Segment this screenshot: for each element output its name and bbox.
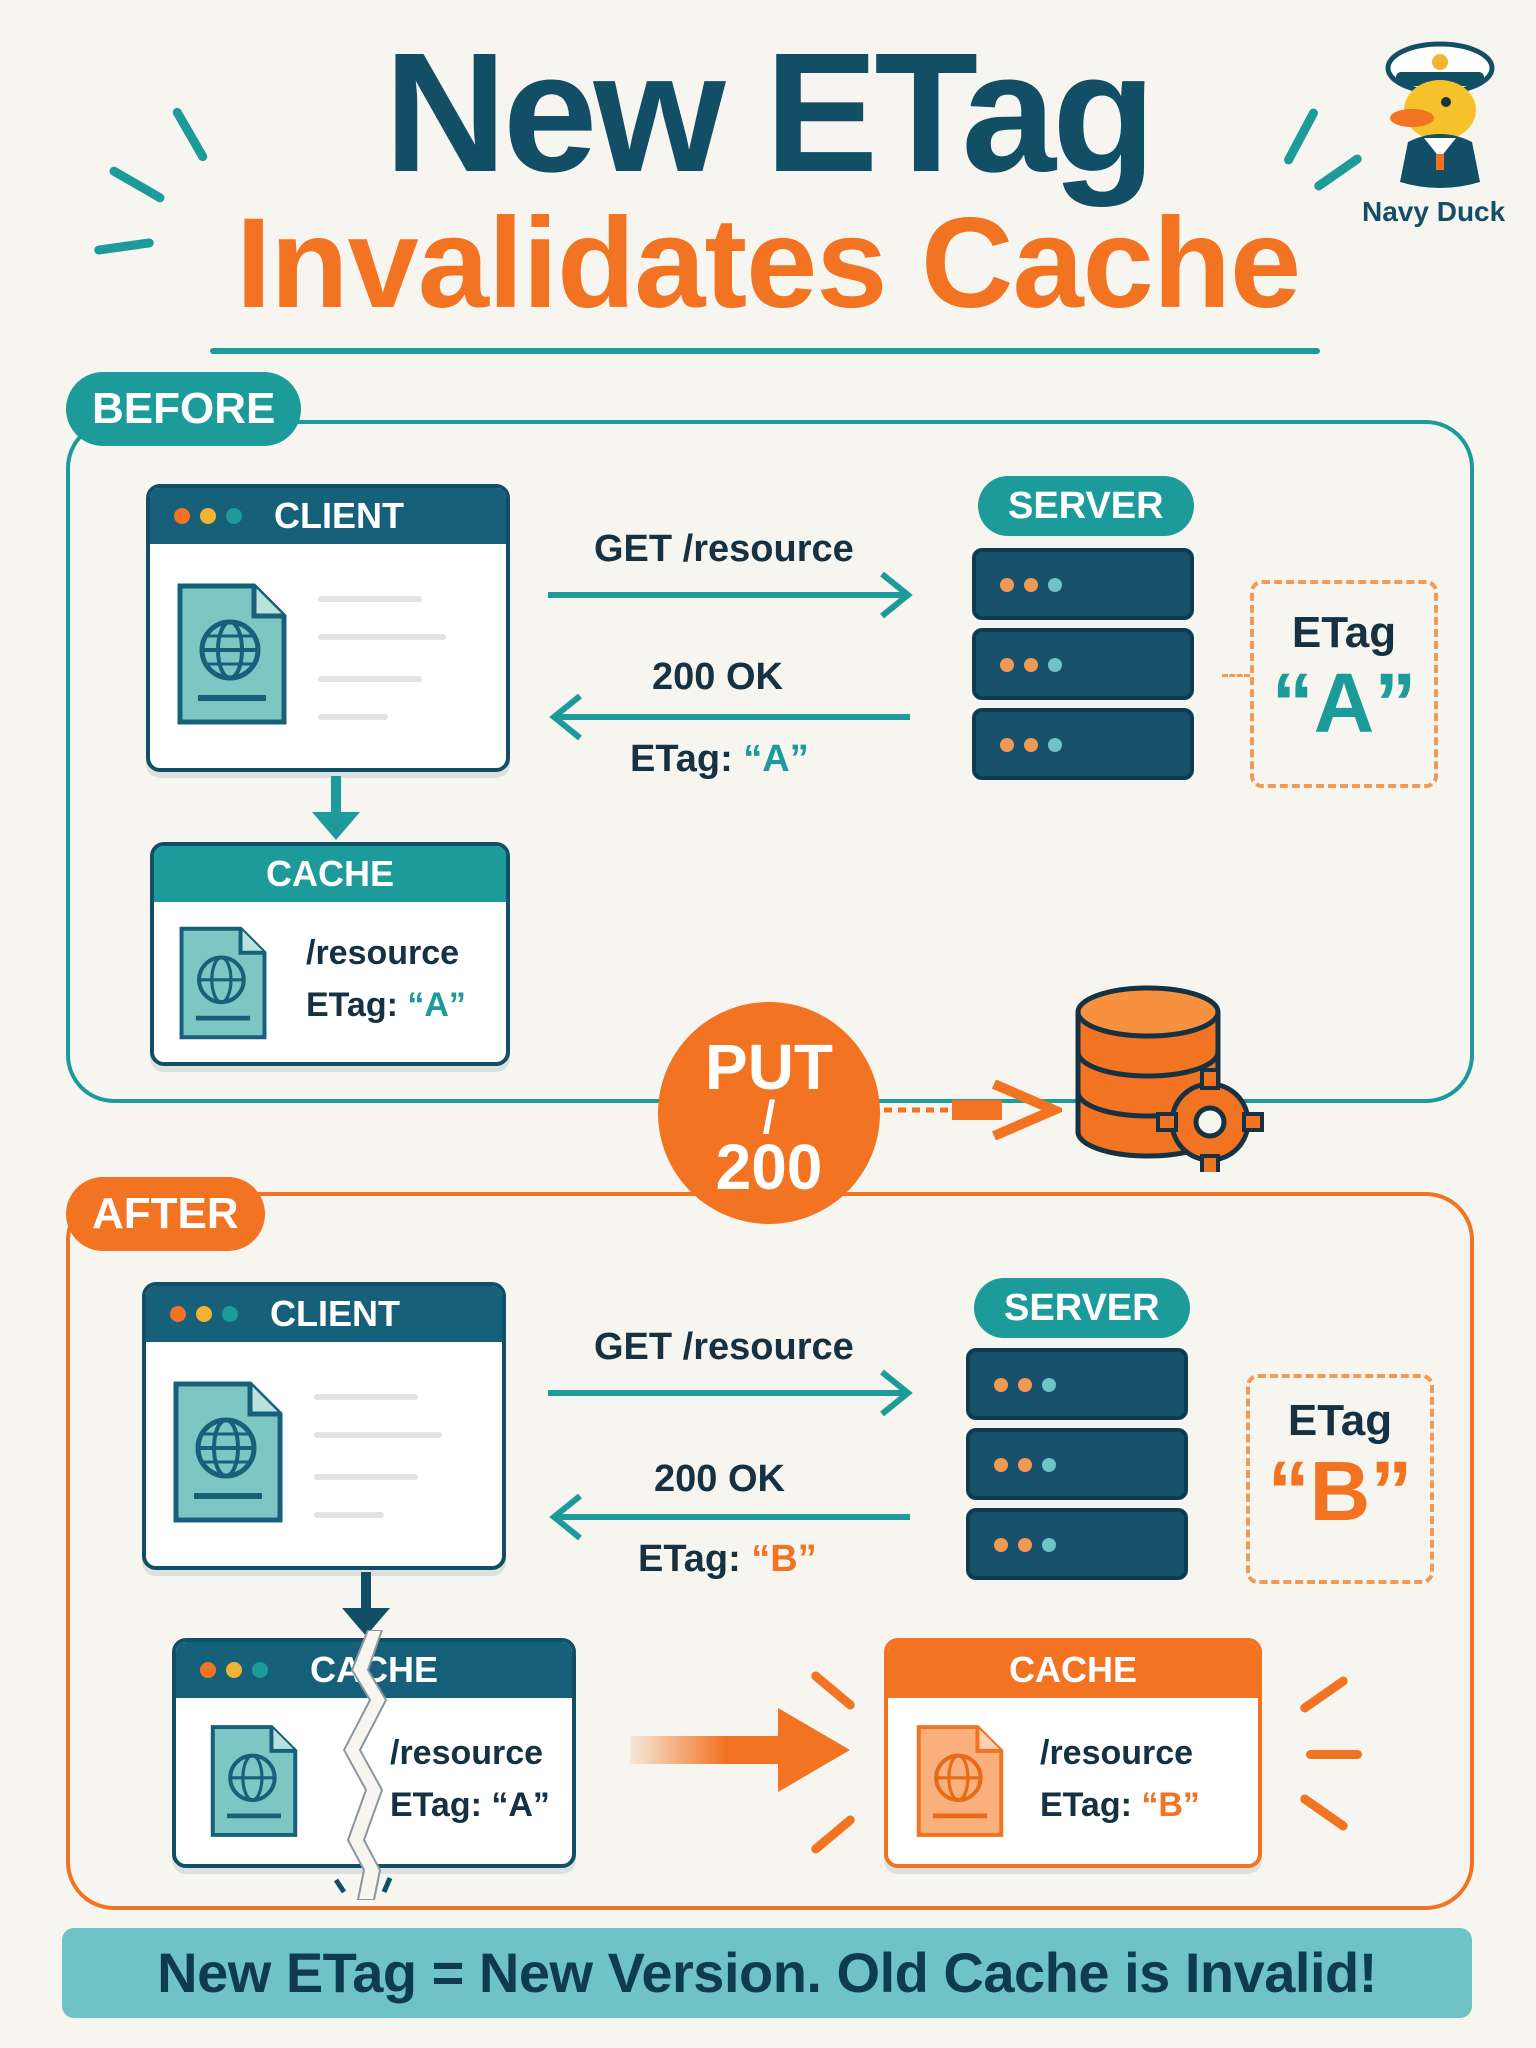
before-cache-window: CACHE /resource ETag: “A” xyxy=(150,842,510,1066)
before-client-title: CLIENT xyxy=(274,495,404,536)
before-etag-value: “A” xyxy=(1271,656,1417,750)
before-cache-etag: ETag: “A” xyxy=(306,986,466,1024)
window-dot-green xyxy=(226,508,242,524)
after-new-cache-path: /resource xyxy=(1040,1734,1194,1772)
before-etag-box: ETag “A” xyxy=(1250,580,1438,788)
after-client-title: CLIENT xyxy=(270,1293,400,1334)
after-request-label: GET /resource xyxy=(594,1326,854,1368)
window-dot-red xyxy=(170,1306,186,1322)
text-placeholder-line xyxy=(318,714,388,720)
title-line-2: Invalidates Cache xyxy=(235,192,1301,335)
before-response-status: 200 OK xyxy=(652,656,783,698)
document-globe-icon xyxy=(177,583,287,725)
after-new-cache-titlebar: CACHE xyxy=(888,1642,1258,1698)
before-response-etag: ETag: “A” xyxy=(630,738,809,780)
before-cache-title: CACHE xyxy=(265,853,394,894)
text-placeholder-line xyxy=(314,1394,418,1400)
window-dot-red xyxy=(174,508,190,524)
summary-banner: New ETag = New Version. Old Cache is Inv… xyxy=(62,1928,1472,2018)
document-globe-icon xyxy=(916,1725,1004,1837)
after-new-cache-etag: ETag: “B” xyxy=(1040,1786,1200,1824)
arrow-left-icon xyxy=(549,1493,910,1541)
put-separator: / xyxy=(762,1091,776,1143)
before-server-tag: SERVER xyxy=(978,476,1194,536)
after-etag-box: ETag “B” xyxy=(1246,1374,1434,1584)
document-globe-icon xyxy=(179,926,267,1040)
crack-icon xyxy=(333,1630,393,1900)
after-new-cache-window: CACHE /resource ETag: “B” xyxy=(884,1638,1262,1868)
after-client-titlebar: CLIENT xyxy=(146,1286,502,1342)
database-gear-icon xyxy=(1075,985,1264,1172)
after-client-window: CLIENT xyxy=(142,1282,506,1570)
title-line-1: New ETag xyxy=(384,18,1156,208)
after-new-cache-title: CACHE xyxy=(1008,1649,1137,1690)
etag-connector xyxy=(1222,674,1250,677)
navy-duck-icon xyxy=(1385,41,1495,188)
window-dot-yellow xyxy=(226,1662,242,1678)
after-panel xyxy=(66,1192,1474,1910)
window-dot-red xyxy=(200,1662,216,1678)
arrow-down-icon xyxy=(342,1572,390,1636)
mascot-label: Navy Duck xyxy=(1362,196,1506,227)
arrow-right-icon xyxy=(630,1708,850,1792)
text-placeholder-line xyxy=(318,676,422,682)
after-old-cache-path: /resource xyxy=(390,1734,544,1772)
text-placeholder-line xyxy=(314,1432,442,1438)
text-placeholder-line xyxy=(314,1474,418,1480)
before-etag-label: ETag xyxy=(1291,608,1397,657)
after-old-cache-etag: ETag: “A” xyxy=(390,1786,550,1824)
arrow-left-icon xyxy=(549,693,910,741)
before-request-label: GET /resource xyxy=(594,528,854,570)
after-old-cache-window: CACHE /resource ETag: “A” xyxy=(172,1638,576,1868)
put-200-badge: PUT / 200 xyxy=(658,1002,880,1224)
window-dot-yellow xyxy=(200,508,216,524)
arrow-right-icon xyxy=(548,571,913,619)
text-placeholder-line xyxy=(318,634,446,640)
before-client-window: CLIENT xyxy=(146,484,510,772)
after-response-etag: ETag: “B” xyxy=(638,1538,817,1580)
put-status: 200 xyxy=(715,1131,823,1203)
window-dot-green xyxy=(252,1662,268,1678)
before-tag: BEFORE xyxy=(66,372,302,446)
after-server-tag: SERVER xyxy=(974,1278,1190,1338)
arrow-down-icon xyxy=(312,776,360,840)
after-etag-label: ETag xyxy=(1287,1396,1393,1445)
after-etag-value: “B” xyxy=(1267,1444,1413,1538)
document-globe-icon xyxy=(210,1725,298,1837)
window-dot-green xyxy=(222,1306,238,1322)
document-globe-icon xyxy=(173,1381,283,1523)
arrow-right-icon xyxy=(884,1080,1062,1140)
before-cache-titlebar: CACHE xyxy=(154,846,506,902)
text-placeholder-line xyxy=(318,596,422,602)
after-response-status: 200 OK xyxy=(654,1458,785,1500)
arrow-right-icon xyxy=(548,1369,913,1417)
window-dot-yellow xyxy=(196,1306,212,1322)
put-method: PUT xyxy=(705,1031,833,1103)
before-client-titlebar: CLIENT xyxy=(150,488,506,544)
text-placeholder-line xyxy=(314,1512,384,1518)
before-cache-path: /resource xyxy=(306,934,460,972)
after-tag: AFTER xyxy=(66,1177,265,1251)
title-underline xyxy=(210,348,1320,354)
